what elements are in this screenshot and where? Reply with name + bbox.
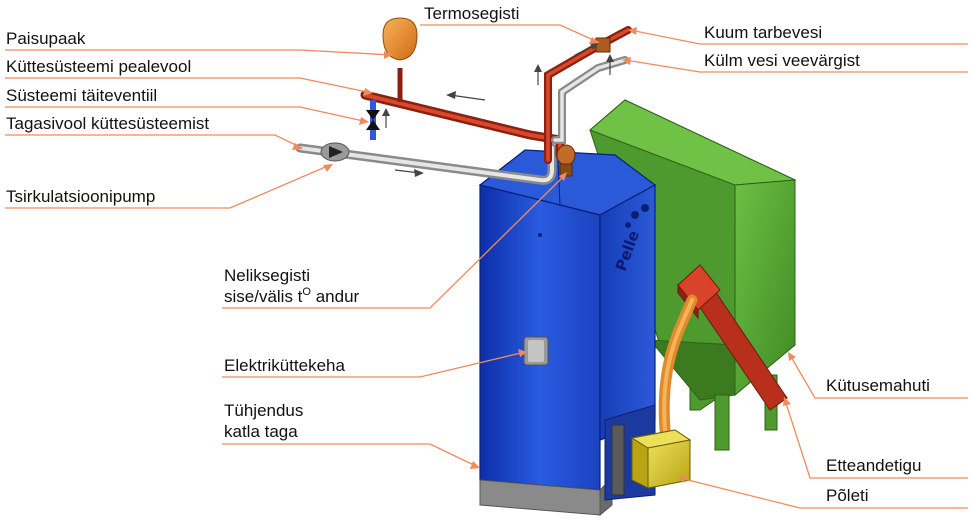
label-tuhjendus-2: katla taga [224, 422, 298, 441]
circulation-pump [320, 142, 350, 162]
cold-water-pipe [551, 56, 629, 144]
leader-lines [5, 24, 968, 509]
label-kuum: Kuum tarbevesi [704, 23, 822, 42]
return-pipe [295, 143, 557, 185]
labels: Paisupaak Küttesüsteemi pealevool Süstee… [6, 4, 930, 505]
boiler [478, 149, 657, 517]
label-poleti: Põleti [826, 486, 869, 505]
label-elektrikuttekeha: Elektriküttekeha [224, 356, 345, 375]
label-neliksegisti-2: sise/välis tO andur [224, 286, 360, 306]
label-tuhjendus-1: Tühjendus [224, 401, 303, 420]
label-neliksegisti-1: Neliksegisti [224, 266, 310, 285]
label-kulm: Külm vesi veevärgist [704, 51, 860, 70]
supply-pipe [360, 68, 565, 160]
label-pump: Tsirkulatsioonipump [6, 187, 155, 206]
flow-arrows [382, 43, 614, 177]
hot-water-pipe [544, 26, 632, 164]
thermomixer-valve [595, 37, 611, 53]
fill-valve [366, 100, 380, 140]
four-way-mixer [556, 144, 576, 177]
label-termosegisti: Termosegisti [424, 4, 519, 23]
expansion-tank [382, 17, 418, 61]
burner [630, 429, 692, 489]
label-pealevool: Küttesüsteemi pealevool [6, 57, 191, 76]
label-tagasivool: Tagasivool küttesüsteemist [6, 114, 209, 133]
label-kutusemahuti: Kütusemahuti [826, 376, 930, 395]
label-paisupaak: Paisupaak [6, 29, 86, 48]
label-etteandetigu: Etteandetigu [826, 456, 921, 475]
label-taiteventiil: Süsteemi täiteventiil [6, 86, 157, 105]
